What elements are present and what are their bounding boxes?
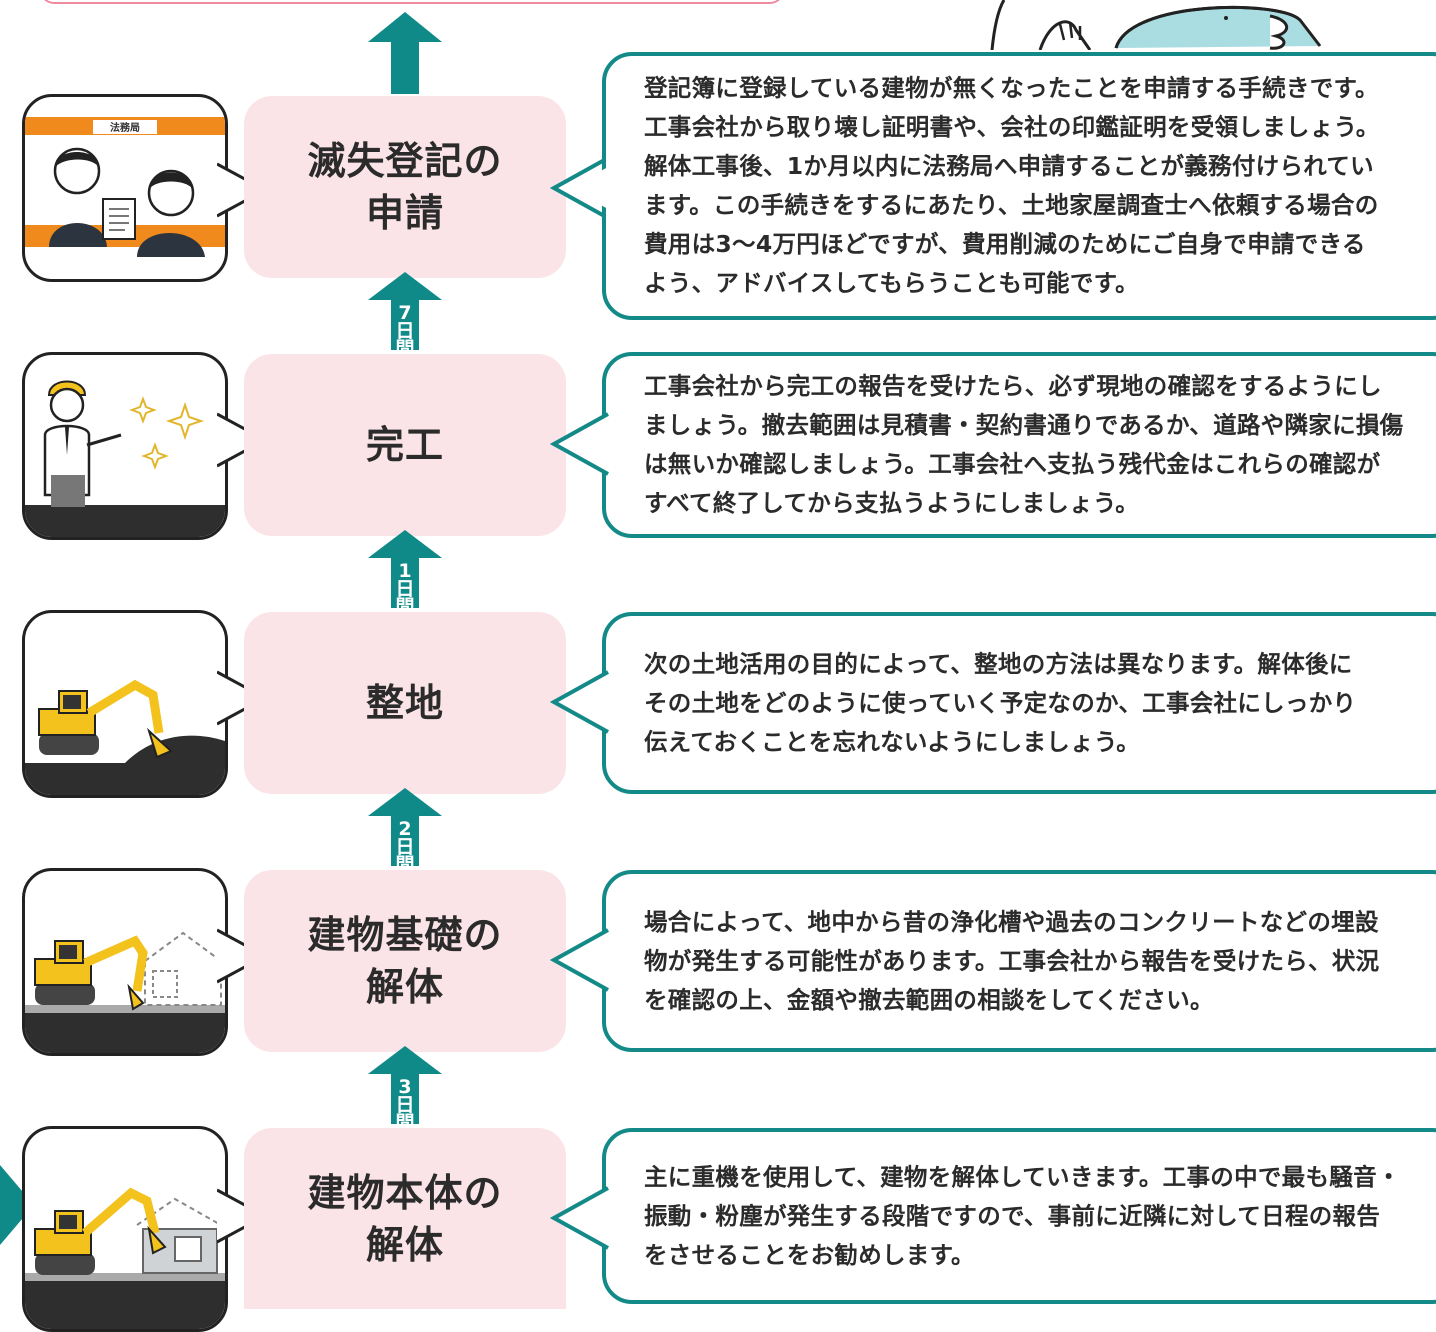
description-leveling: 次の土地活用の目的によって、整地の方法は異なります。解体後に その土地をどのよう… — [644, 649, 1357, 756]
step-title-leveling: 整地 — [365, 681, 444, 725]
bubble-tail-5 — [550, 1186, 610, 1250]
duration-num: 7 — [398, 302, 412, 324]
illustration-excavator-building — [22, 1126, 228, 1332]
duration-num: 1 — [398, 560, 412, 582]
duration-num: 3 — [398, 1076, 412, 1098]
description-filing: 登記簿に登録している建物が無くなったことを申請する手続きです。 工事会社から取り… — [644, 74, 1380, 297]
description-bubble-building: 主に重機を使用して、建物を解体していきます。工事の中で最も騒音・ 振動・粉塵が発… — [602, 1128, 1436, 1304]
description-completion: 工事会社から完工の報告を受けたら、必ず現地の確認をするようにし ましょう。撤去範… — [644, 372, 1404, 517]
step-title-completion: 完工 — [365, 423, 444, 467]
left-edge-arrow-icon — [0, 1165, 34, 1245]
duration-char-day: 日 — [395, 578, 415, 600]
arrow-up-top — [368, 12, 442, 94]
step-box-leveling: 整地 — [244, 612, 566, 794]
bubble-tail-3 — [550, 670, 610, 734]
step-box-completion: 完工 — [244, 354, 566, 536]
step-title-foundation: 建物基礎の 解体 — [307, 913, 503, 1009]
duration-arrow-7days: 7 日 間 — [368, 272, 442, 359]
duration-char-period: 間 — [395, 596, 415, 618]
illustration-excavator-leveling — [22, 610, 228, 798]
step-box-filing: 滅失登記の 申請 — [244, 96, 566, 278]
description-bubble-completion: 工事会社から完工の報告を受けたら、必ず現地の確認をするようにし ましょう。撤去範… — [602, 352, 1436, 538]
duration-arrow-1day: 1 日 間 — [368, 530, 442, 617]
step-title-filing: 滅失登記の 申請 — [307, 139, 503, 235]
description-bubble-foundation: 場合によって、地中から昔の浄化槽や過去のコンクリートなどの埋設 物が発生する可能… — [602, 870, 1436, 1052]
description-foundation: 場合によって、地中から昔の浄化槽や過去のコンクリートなどの埋設 物が発生する可能… — [644, 907, 1380, 1014]
thinking-person-icon — [990, 0, 1322, 50]
illustration-inspector — [22, 352, 228, 540]
legal-bureau-sign: 法務局 — [110, 121, 140, 134]
duration-char-period: 間 — [395, 338, 415, 360]
duration-num: 2 — [398, 818, 412, 840]
bubble-tail-2 — [550, 412, 610, 476]
step-title-building: 建物本体の 解体 — [307, 1170, 503, 1267]
duration-arrow-3days: 3 日 間 — [368, 1046, 442, 1133]
description-bubble-leveling: 次の土地活用の目的によって、整地の方法は異なります。解体後に その土地をどのよう… — [602, 612, 1436, 794]
step-box-foundation: 建物基礎の 解体 — [244, 870, 566, 1052]
duration-char-day: 日 — [395, 320, 415, 342]
bubble-tail-4 — [550, 928, 610, 992]
duration-char-period: 間 — [395, 1112, 415, 1134]
duration-char-day: 日 — [395, 1094, 415, 1116]
bubble-tail-1-cover — [568, 164, 614, 212]
duration-char-day: 日 — [395, 836, 415, 858]
illustration-excavator-foundation — [22, 868, 228, 1056]
duration-arrow-2days: 2 日 間 — [368, 788, 442, 875]
description-building: 主に重機を使用して、建物を解体していきます。工事の中で最も騒音・ 振動・粉塵が発… — [644, 1162, 1401, 1269]
illustration-legal-bureau: 法務局 — [22, 94, 228, 282]
description-bubble-filing: 登記簿に登録している建物が無くなったことを申請する手続きです。 工事会社から取り… — [602, 52, 1436, 320]
top-card-edge — [40, 0, 784, 4]
duration-char-period: 間 — [395, 854, 415, 876]
step-box-building: 建物本体の 解体 — [244, 1128, 566, 1309]
